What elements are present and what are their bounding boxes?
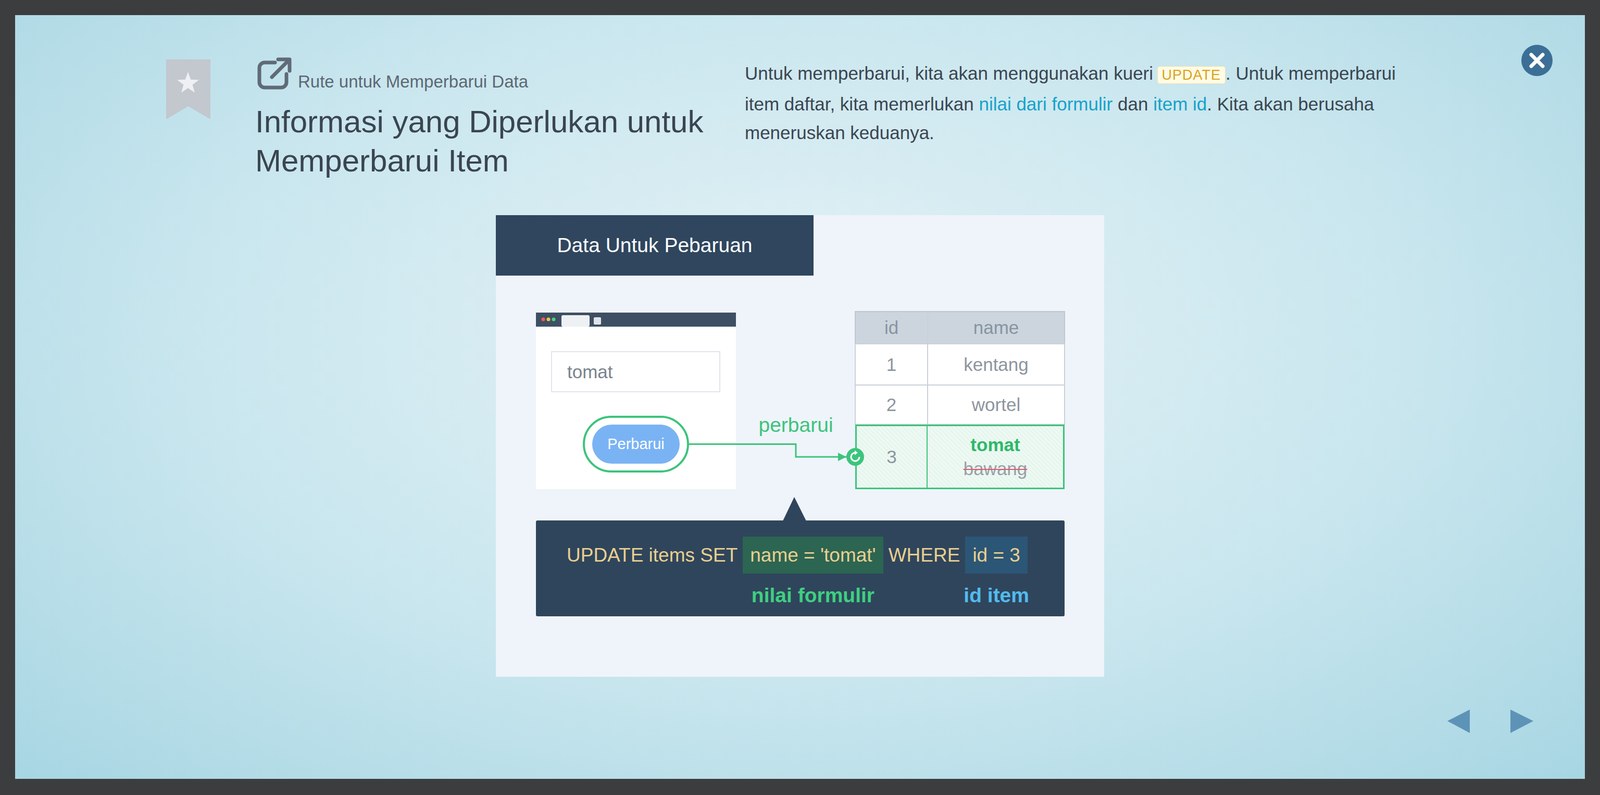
slide-title: Informasi yang Diperlukan untuk Memperba… — [255, 102, 735, 181]
fragment-caption: nilai formulir — [751, 583, 875, 607]
table-cell: kentang — [927, 343, 1065, 385]
window-dot — [541, 317, 546, 322]
input-value: tomat — [567, 361, 614, 383]
table-cell: wortel — [927, 384, 1065, 425]
bookmark-star — [177, 71, 199, 93]
sql-fragment: name = 'tomat' — [750, 544, 876, 567]
browser-tab — [593, 317, 602, 325]
diagram-panel: Data Untuk PebaruantomatPerbarui3tomatba… — [495, 215, 1105, 677]
browser-toolbar — [535, 312, 736, 327]
form-value-highlight: name = 'tomat'nilai formulir — [742, 536, 883, 574]
refresh-arrow — [854, 450, 858, 456]
window-dot — [546, 317, 551, 322]
update-arrow — [689, 444, 856, 458]
table-cell: 1 — [855, 343, 928, 385]
table-cell: 2 — [855, 384, 928, 425]
browser-tab — [561, 315, 590, 327]
close-icon — [1531, 54, 1543, 67]
window-dot — [552, 317, 556, 322]
panel-ground — [495, 215, 1105, 677]
table-divider — [927, 311, 929, 425]
new-value: tomat — [927, 434, 1064, 456]
table-row — [855, 343, 1065, 385]
update-icon-circle — [846, 447, 865, 466]
highlight-term: item id — [1153, 93, 1207, 115]
table-cell: 3 — [856, 426, 928, 488]
sql-query-box: UPDATE items SETWHEREname = 'tomat'nilai… — [535, 520, 1065, 617]
fragment-caption: id item — [963, 583, 1030, 607]
bookmark-ribbon — [166, 59, 211, 120]
panel-header: Data Untuk Pebaruan — [495, 215, 814, 276]
old-value: bawang — [927, 458, 1064, 480]
section-subtitle: Rute untuk Memperbarui Data — [297, 71, 529, 93]
browser-window: tomatPerbarui — [535, 312, 736, 490]
next-arrow — [1510, 709, 1534, 733]
table-header: name — [927, 311, 1065, 344]
sql-fragment: id = 3 — [972, 544, 1021, 567]
sql-keyword: WHERE — [888, 536, 961, 574]
update-icon — [846, 447, 865, 466]
text-input: tomat — [551, 351, 721, 393]
table-header-row — [855, 311, 1065, 344]
paragraph-text: Untuk memperbarui, kita akan menggunakan… — [744, 63, 1154, 84]
update-button: Perbarui — [582, 415, 690, 473]
refresh-arc — [851, 452, 860, 461]
table-row: 3tomatbawang — [855, 424, 1065, 490]
paragraph-text: dan — [1117, 93, 1148, 115]
browser-ground — [535, 312, 736, 490]
external-link-icon — [271, 59, 290, 78]
edge-label: perbarui — [758, 413, 833, 437]
table-row — [855, 384, 1065, 425]
sql-keyword: UPDATE items SET — [566, 536, 738, 574]
item-id-highlight: id = 3id item — [965, 536, 1028, 574]
intro-paragraph: Untuk memperbarui, kita akan menggunakan… — [744, 58, 1403, 147]
inline-code: UPDATE — [1157, 66, 1227, 84]
highlight-term: nilai dari formulir — [978, 93, 1113, 115]
table-header: id — [855, 311, 928, 344]
button-label: Perbarui — [592, 424, 680, 464]
close-button — [1521, 44, 1553, 77]
callout-pointer — [782, 496, 807, 521]
previous-arrow — [1447, 709, 1470, 733]
